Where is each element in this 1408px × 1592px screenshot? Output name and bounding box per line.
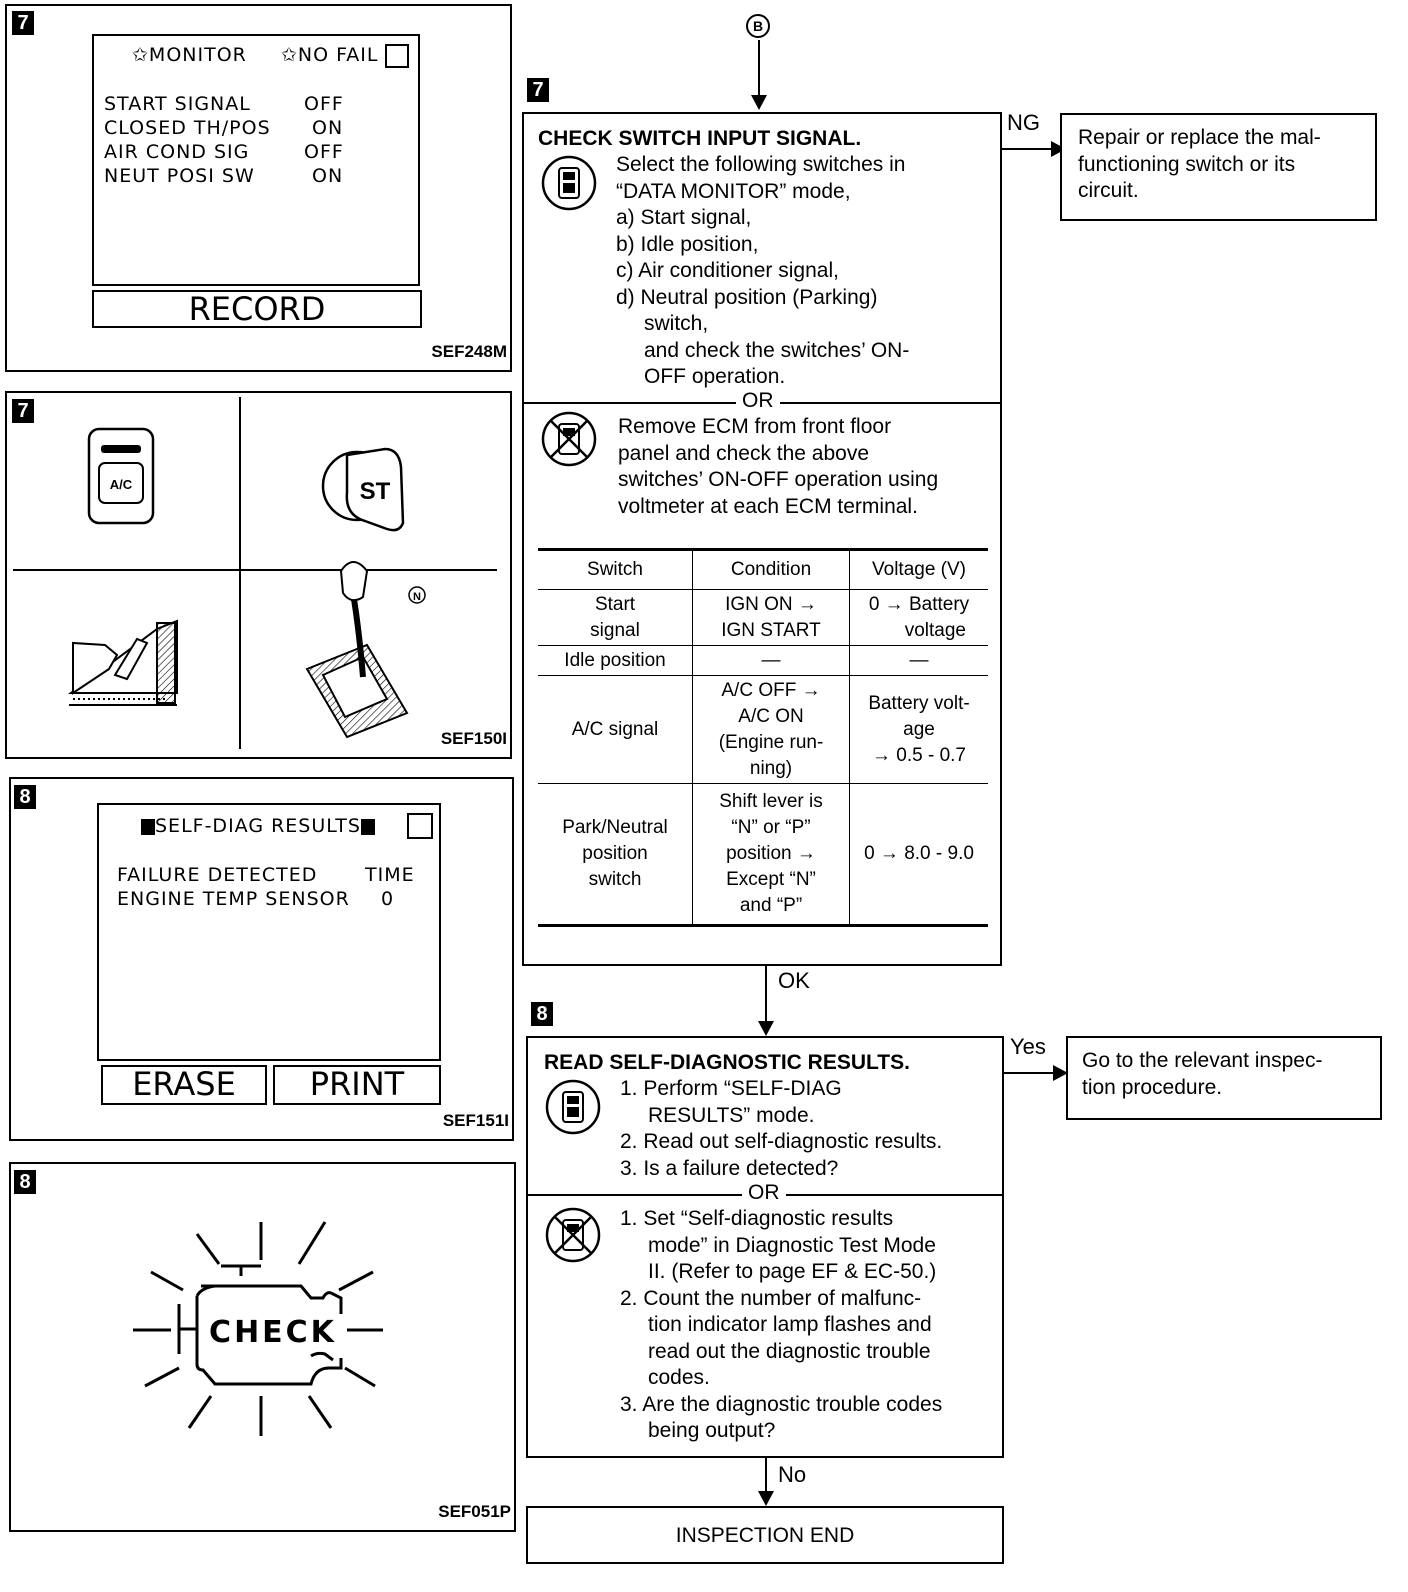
figure-check-lamp: 8 CHECK SEF051P	[9, 1162, 516, 1532]
or-label: OR	[736, 390, 780, 412]
step7-instructions-a: Select the following switches in “DATA M…	[616, 153, 910, 388]
table-header: Switch	[538, 549, 693, 590]
print-button[interactable]: PRINT	[273, 1065, 441, 1105]
step7-box: CHECK SWITCH INPUT SIGNAL. Select the fo…	[522, 112, 1002, 966]
step8-box: READ SELF-DIAGNOSTIC RESULTS. 1. Perform…	[526, 1036, 1004, 1458]
checkbox-icon	[407, 813, 433, 839]
step8-title: READ SELF-DIAGNOSTIC RESULTS.	[544, 1051, 910, 1074]
ng-label: NG	[1007, 110, 1040, 135]
monitor-header: ✩MONITOR ✩NO FAIL	[132, 44, 378, 66]
pedal-icon	[67, 619, 178, 706]
checkbox-icon	[385, 44, 409, 68]
or-label: OR	[742, 1182, 786, 1204]
no-tool-icon	[545, 1207, 601, 1263]
step-badge: 7	[12, 11, 34, 35]
arrow-right-icon	[1051, 141, 1066, 157]
table-row: A/C signal A/C OFF →A/C ON(Engine run-ni…	[538, 675, 988, 784]
ac-label: A/C	[110, 477, 133, 492]
erase-button[interactable]: ERASE	[101, 1065, 267, 1105]
inspection-end-label: INSPECTION END	[675, 1524, 855, 1547]
table-header: Voltage (V)	[849, 549, 988, 590]
step7-title: CHECK SWITCH INPUT SIGNAL.	[538, 127, 862, 150]
consult-tool-icon	[541, 155, 597, 211]
ok-label: OK	[778, 968, 810, 993]
ng-result-box: Repair or replace the mal- functioning s…	[1060, 113, 1377, 221]
self-diag-header: SELF-DIAG RESULTS	[141, 815, 375, 837]
figure-switches: 7 A/C ST	[5, 391, 512, 759]
check-engine-lamp-icon: CHECK	[133, 1221, 383, 1436]
switch-illustrations: A/C ST N	[67, 427, 426, 739]
step7-instructions-b: Remove ECM from front floor panel and ch…	[618, 415, 939, 518]
figure-code: SEF051P	[438, 1502, 511, 1521]
shift-lever-icon: N	[305, 561, 426, 739]
table-row: Idle position — —	[538, 645, 988, 676]
step8-instructions-a: 1. Perform “SELF-DIAG RESULTS” mode. 2. …	[620, 1077, 943, 1180]
arrow-down-icon	[751, 95, 767, 110]
ac-switch-icon: A/C	[87, 427, 155, 525]
yes-label: Yes	[1010, 1034, 1046, 1059]
table-header: Condition	[692, 549, 850, 590]
inspection-end-box: INSPECTION END	[526, 1506, 1004, 1564]
record-button[interactable]: RECORD	[92, 290, 422, 328]
arrow-down-icon	[758, 1491, 774, 1506]
step8-instructions-b: 1. Set “Self-diagnostic results mode” in…	[620, 1207, 943, 1442]
check-text: CHECK	[209, 1315, 337, 1350]
yes-result-box: Go to the relevant inspec- tion procedur…	[1066, 1036, 1382, 1120]
step-badge: 8	[14, 1170, 36, 1194]
figure-code: SEF151I	[442, 1111, 509, 1130]
consult-tool-icon	[545, 1079, 601, 1135]
connector-b: B	[746, 14, 770, 38]
step-badge: 8	[14, 785, 36, 809]
nofail-label: ✩NO FAIL	[280, 44, 379, 66]
arrow-down-icon	[758, 1021, 774, 1036]
step-badge: 8	[531, 1002, 553, 1026]
no-label: No	[778, 1462, 807, 1487]
step-badge: 7	[12, 399, 34, 423]
figure-code: SEF150I	[440, 729, 507, 748]
n-label: N	[413, 591, 421, 603]
monitor-label: ✩MONITOR	[132, 44, 247, 66]
step-badge: 7	[527, 78, 549, 102]
arrow-right-icon	[1053, 1065, 1068, 1081]
no-tool-icon	[541, 411, 597, 467]
ignition-key-icon: ST	[321, 447, 405, 532]
figure-code: SEF248M	[431, 342, 507, 361]
st-label: ST	[360, 478, 391, 505]
